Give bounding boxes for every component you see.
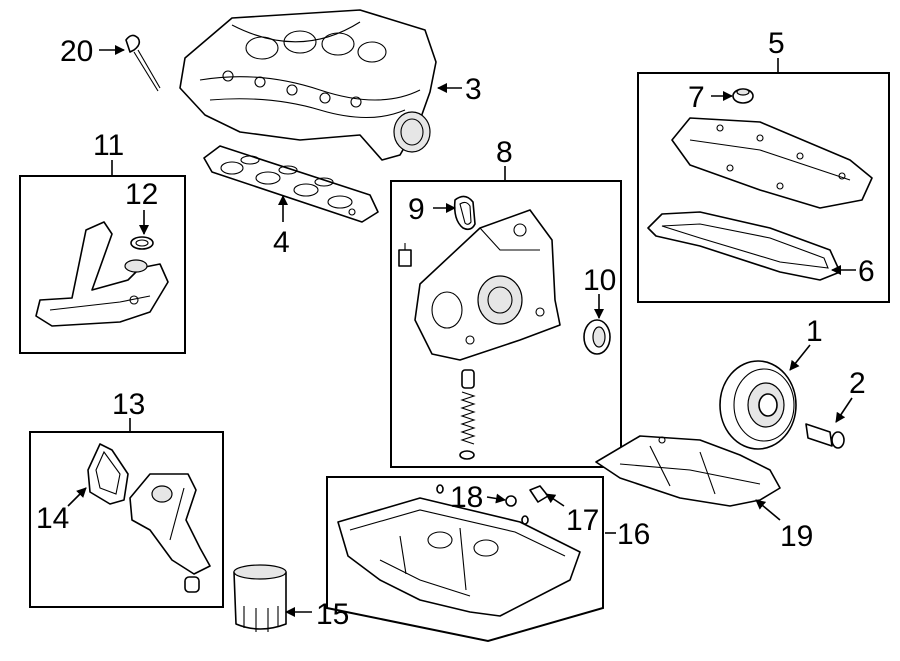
leader-line-17 [545,493,565,507]
oil-baffle-part [595,435,781,507]
callout-19: 19 [780,520,813,553]
cylinder-head-cover-part [671,117,873,209]
oil-pressure-sensor-part [398,243,412,267]
callout-15: 15 [316,598,349,631]
callout-13: 13 [112,388,145,421]
leader-line-18 [486,493,506,504]
oil-pump-housing-part [129,473,211,575]
callout-16: 16 [617,518,650,551]
crank-seal-part [583,319,611,355]
callout-4: 4 [273,226,290,259]
callout-11: 11 [93,129,124,162]
callout-numbers: 20 3 4 5 7 6 11 12 8 9 10 1 2 13 14 15 1… [36,27,875,631]
cover-gasket-part [647,211,841,281]
strainer-o-ring-part [130,236,154,250]
callout-3: 3 [465,73,482,106]
callout-18: 18 [450,481,483,514]
group-box-13 [29,431,224,608]
group-box-5 [637,72,890,303]
callout-7: 7 [688,81,705,114]
oil-pan-part [337,497,581,617]
group-box-8 [390,180,622,468]
leader-lines [67,45,856,617]
dipstick-part [125,34,161,92]
leader-line-1 [789,344,811,371]
callout-8: 8 [496,136,513,169]
callout-9: 9 [408,193,425,226]
crankshaft-pulley-part [719,360,797,450]
callout-17: 17 [566,504,599,537]
callout-6: 6 [858,255,875,288]
leader-line-2 [835,397,853,423]
callout-5: 5 [768,27,785,60]
oil-filler-cap-part [732,88,754,104]
group-box-16 [326,476,604,643]
callout-20: 20 [60,35,93,68]
callout-10: 10 [583,264,616,297]
housing-plug-part [184,576,200,593]
leader-line-14 [67,487,87,507]
pulley-bolt-part [805,423,845,449]
callout-1: 1 [806,315,823,348]
group-box-11 [19,175,186,354]
callout-2: 2 [849,367,866,400]
drain-plug-part [529,485,549,503]
intake-manifold-part [179,9,437,161]
relief-spring-part [459,369,476,460]
water-pump-gasket-part [87,443,129,505]
oil-strainer-part [35,221,169,327]
drain-washer-part [436,484,529,525]
callout-12: 12 [125,178,158,211]
intake-gasket-part [203,145,379,223]
callout-14: 14 [36,502,69,535]
oil-pump-part [414,209,561,361]
pump-gasket-part [453,195,476,231]
oil-filter-part [233,564,287,632]
leader-line-19 [755,499,781,521]
